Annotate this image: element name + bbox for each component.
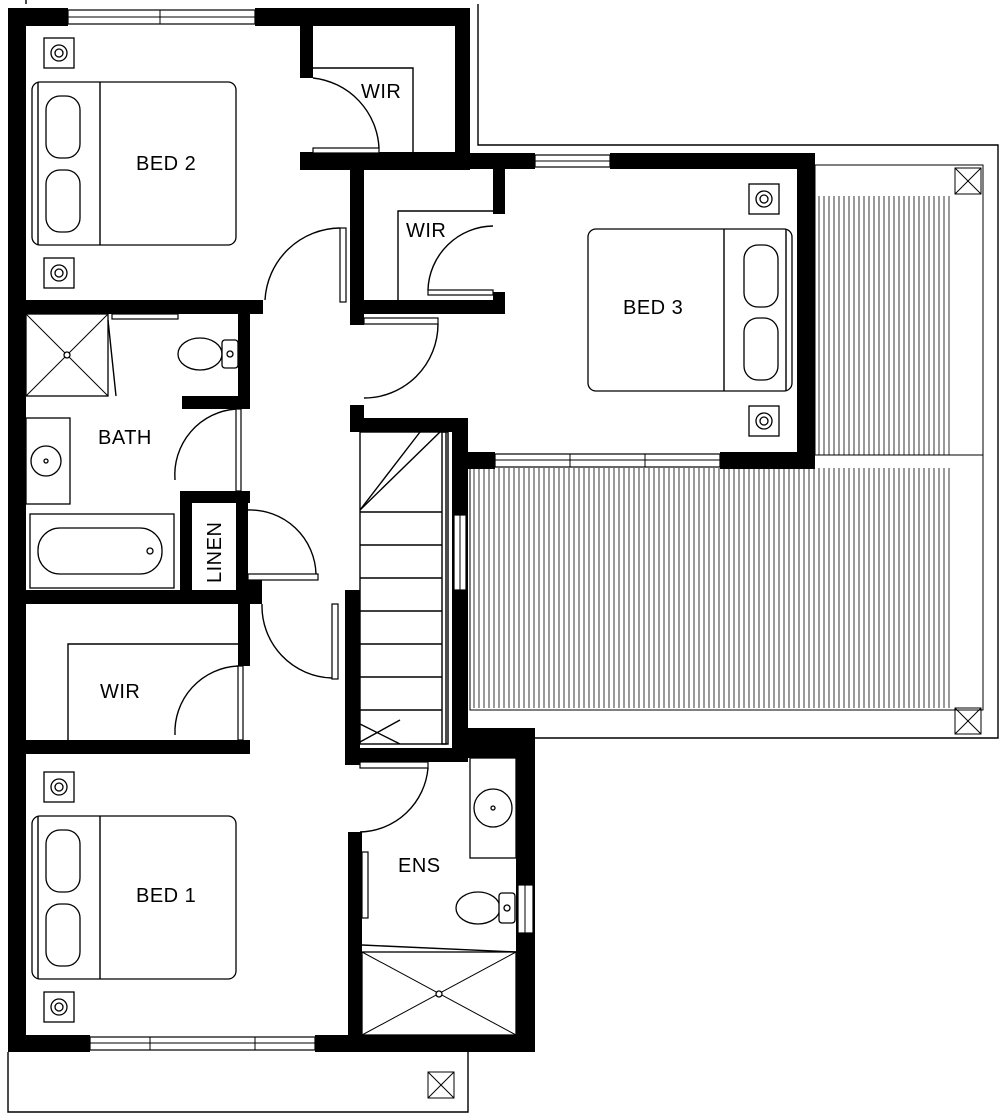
bedside-bed3-bottom [748,405,780,437]
door-wir-bed2 [312,77,380,154]
room-label-bath: BATH [98,427,152,449]
bedside-bed3-top [748,183,780,215]
window-ens [517,884,534,934]
door-hall-stair [261,603,339,680]
window-bed3 [534,154,611,168]
bed-bed2 [31,81,237,246]
deck-corner-marker [954,167,982,195]
bedside-bed1-bottom [43,991,75,1023]
wir-shelves [67,67,493,740]
room-label-wir-bed3: WIR [406,220,446,242]
windows [67,9,721,1051]
door-wir-bed3 [427,225,494,296]
ens-toilet [455,891,516,925]
window-stair [453,514,467,591]
deck-upper [814,164,984,456]
room-label-linen: LINEN [204,522,226,583]
door-ens [359,761,429,833]
door-linen [247,509,319,581]
bath-bathtub [29,513,175,589]
bath-toilet [177,337,239,371]
bed-bed1 [31,815,237,980]
bath-shower [25,313,179,397]
bedside-bed1-top [43,771,75,803]
window-bed3-deck [494,453,721,468]
door-bath [174,408,242,492]
room-label-wir-bed1: WIR [100,681,140,703]
ens-wardrobe-panel [361,851,369,919]
deck-lower [469,454,984,735]
room-label-ens: ENS [398,855,441,877]
interior-walls [8,26,505,1052]
bedside-bed2-top [43,37,75,69]
ens-vanity [469,757,517,859]
balcony-corner-marker [427,1071,455,1099]
door-wir-bed1 [174,665,244,741]
room-label-bed1: BED 1 [136,885,196,907]
door-bed2 [264,227,347,303]
doors [174,77,494,833]
room-label-wir-bed2: WIR [361,81,401,103]
bedside-bed2-bottom [43,257,75,289]
room-label-bed2: BED 2 [136,153,196,175]
room-label-bed3: BED 3 [623,297,683,319]
door-bed3 [363,317,439,399]
bed-bed3 [587,228,793,392]
deck-corner-marker [954,707,982,735]
outer-outlines [7,0,999,1113]
window-bed1 [89,1036,316,1051]
ens-shower [361,944,517,1036]
bath-vanity [25,417,71,505]
window-bed2 [67,9,256,25]
staircase [359,431,449,745]
